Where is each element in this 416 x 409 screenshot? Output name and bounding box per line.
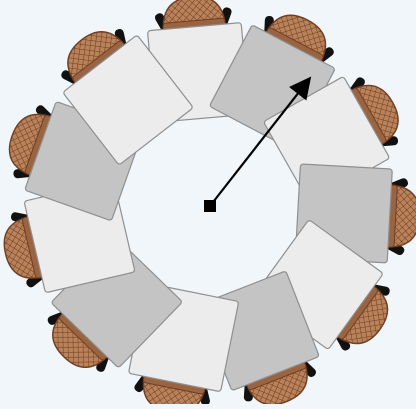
center-marker — [204, 200, 216, 212]
